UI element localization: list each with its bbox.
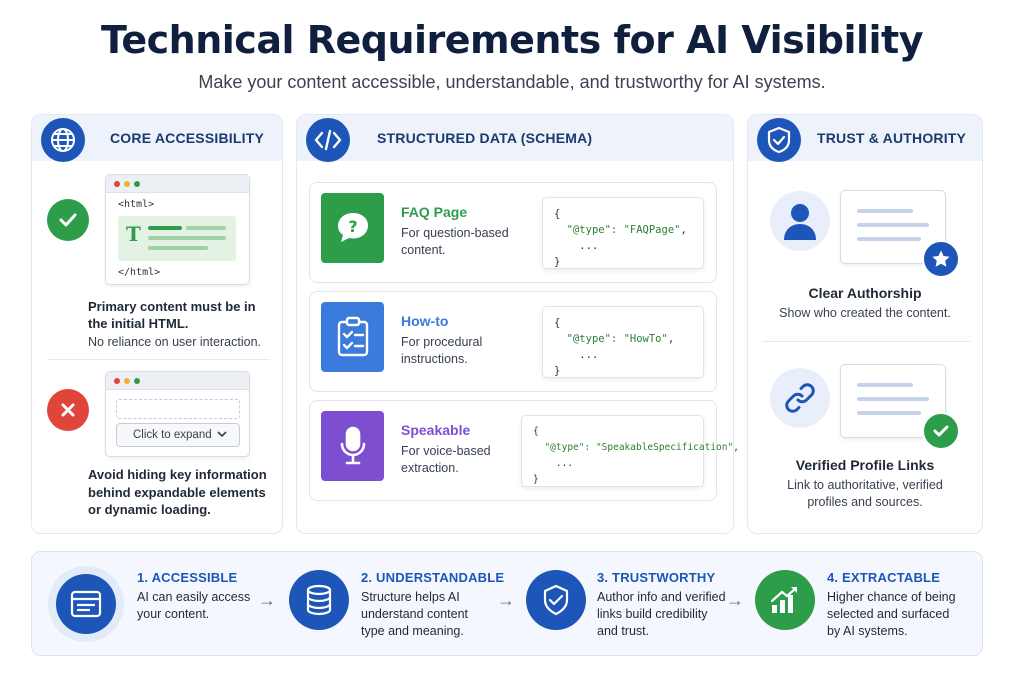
hidden-content-placeholder: [116, 399, 240, 419]
speakable-json-snippet: { "@type": "SpeakableSpecification", ...…: [521, 415, 739, 487]
core-accessibility-header: CORE ACCESSIBILITY: [32, 115, 282, 162]
structured-data-heading: STRUCTURED DATA (SCHEMA): [377, 130, 593, 146]
core-accessibility-panel: CORE ACCESSIBILITY <html> T </html> Prim…: [31, 114, 283, 534]
faq-json-snippet: { "@type": "FAQPage", ... }: [542, 197, 704, 269]
content-block: T: [118, 216, 236, 261]
divider: [48, 359, 270, 360]
faq-title: FAQ Page: [401, 204, 468, 220]
step-1-desc: AI can easily access your content.: [137, 590, 251, 621]
click-to-expand-button[interactable]: Click to expand: [116, 423, 240, 447]
speakable-title: Speakable: [401, 422, 471, 438]
arrow-right-icon: →: [497, 590, 515, 610]
step-3-title: 3. TRUSTWORTHY: [597, 570, 716, 585]
core-accessibility-heading: CORE ACCESSIBILITY: [110, 130, 264, 146]
author-avatar-icon: [770, 191, 830, 251]
page-subtitle: Make your content accessible, understand…: [198, 72, 826, 92]
success-check-icon: [47, 199, 89, 241]
page-title: Technical Requirements for AI Visibility: [101, 18, 924, 62]
browser-icon: [56, 574, 116, 634]
step-3-desc: Author info and verified links build cre…: [597, 590, 726, 638]
code-icon: [306, 118, 350, 162]
bad-text-line2: behind expandable elements: [88, 485, 266, 500]
steps-banner: [31, 551, 983, 656]
step-2-title: 2. UNDERSTANDABLE: [361, 570, 505, 585]
speakable-desc: For voice-based extraction.: [401, 444, 491, 475]
step-1-title: 1. ACCESSIBLE: [137, 570, 238, 585]
shield-check-icon: [757, 118, 801, 162]
shield-check-icon: [526, 570, 586, 630]
globe-icon: [41, 118, 85, 162]
faq-desc: For question-based content.: [401, 226, 509, 257]
text-icon: T: [126, 222, 141, 246]
clear-authorship-title: Clear Authorship: [808, 285, 922, 301]
bad-text-line1: Avoid hiding key information: [88, 467, 267, 482]
structured-data-header: STRUCTURED DATA (SCHEMA): [297, 115, 733, 162]
collapsed-browser-mock: Click to expand: [105, 371, 250, 457]
good-note: No reliance on user interaction.: [88, 335, 262, 349]
good-text-line2: the initial HTML.: [88, 316, 189, 331]
database-icon: [289, 570, 349, 630]
schema-card-faq: ? FAQ Page For question-based content. {…: [309, 182, 717, 283]
trust-authority-heading: TRUST & AUTHORITY: [817, 130, 967, 146]
howto-desc: For procedural instructions.: [401, 335, 483, 366]
step-2-desc: Structure helps AI understand content ty…: [361, 590, 469, 638]
trust-authority-panel: TRUST & AUTHORITY: [747, 114, 983, 534]
link-icon: [770, 368, 830, 428]
microphone-icon: [321, 411, 384, 481]
checklist-icon: [321, 302, 384, 372]
growth-chart-icon: [755, 570, 815, 630]
svg-text:?: ?: [348, 217, 357, 236]
trust-authority-header: TRUST & AUTHORITY: [748, 115, 982, 162]
chevron-down-icon: [217, 427, 227, 444]
error-x-icon: [47, 389, 89, 431]
arrow-right-icon: →: [726, 590, 744, 610]
html-browser-mock: <html> T </html>: [105, 174, 250, 285]
divider: [762, 341, 970, 342]
schema-card-speakable: Speakable For voice-based extraction. { …: [309, 400, 739, 501]
verified-links-desc-line1: Link to authoritative, verified: [787, 478, 943, 492]
verified-links-desc-line2: profiles and sources.: [807, 495, 923, 509]
browser-bar: [106, 372, 249, 390]
bad-text-line3: or dynamic loading.: [88, 502, 211, 517]
star-badge-icon: [922, 240, 960, 278]
html-open-tag: <html>: [118, 199, 155, 210]
schema-card-howto: How-to For procedural instructions. { "@…: [309, 291, 717, 392]
verified-check-icon: [922, 412, 960, 450]
question-icon: ?: [321, 193, 384, 263]
good-text-line1: Primary content must be in: [88, 299, 256, 314]
browser-bar: [106, 175, 249, 193]
howto-title: How-to: [401, 313, 449, 329]
clear-authorship-desc: Show who created the content.: [779, 306, 951, 320]
arrow-right-icon: →: [258, 590, 276, 610]
step-4-desc: Higher chance of being selected and surf…: [827, 590, 956, 638]
step-4-title: 4. EXTRACTABLE: [827, 570, 941, 585]
html-close-tag: </html>: [118, 267, 161, 278]
verified-links-title: Verified Profile Links: [795, 457, 935, 473]
howto-json-snippet: { "@type": "HowTo", ... }: [542, 306, 704, 378]
